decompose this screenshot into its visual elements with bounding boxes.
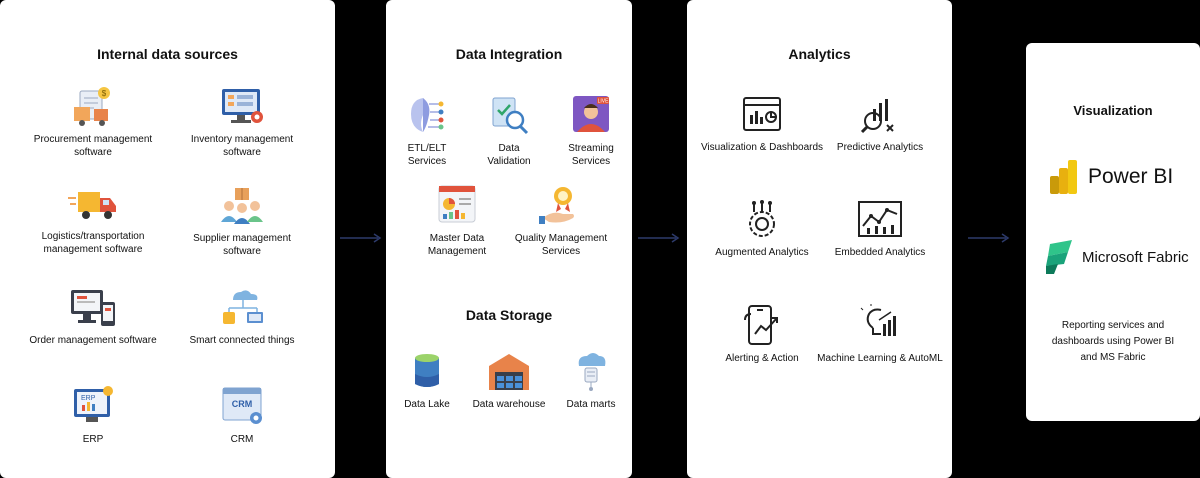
analytics-title: Analytics — [788, 46, 851, 62]
order-label: Order management software — [29, 335, 157, 346]
erp-item: ERP ERP — [28, 385, 158, 446]
alert-icon — [744, 305, 778, 345]
data-marts-label: Data marts — [566, 399, 616, 410]
fabric-icon — [1046, 240, 1072, 274]
inventory-item: Inventory management software — [177, 85, 307, 159]
quality-icon — [539, 187, 574, 224]
data-lake-label: Data Lake — [404, 399, 450, 410]
truck-icon — [68, 192, 116, 219]
master-data-item: Master Data Management — [392, 184, 522, 258]
integration-panel: Data Integration ETL/ELT Services Data V… — [386, 0, 632, 478]
svg-text:$: $ — [102, 89, 107, 98]
svg-text:LIVE: LIVE — [598, 99, 610, 105]
etl-item: ETL/ELT Services — [362, 94, 492, 168]
warehouse-label: Data warehouse — [472, 399, 546, 410]
flow-arrow-2 — [638, 233, 680, 243]
streaming-item: LIVE Streaming Services — [526, 94, 656, 168]
dashboard-icon — [743, 97, 781, 131]
logistics-item: Logistics/transportation management soft… — [28, 188, 158, 256]
predictive-label: Predictive Analytics — [836, 142, 924, 153]
embedded-icon — [858, 201, 902, 237]
crm-icon: CRM — [222, 387, 262, 424]
data-marts-icon — [578, 353, 606, 391]
visualization-description: Reporting services and dashboards using … — [1051, 320, 1175, 363]
svg-text:CRM: CRM — [232, 399, 253, 409]
powerbi-logo: Power BI — [1050, 160, 1173, 194]
order-item: Order management software — [28, 288, 158, 347]
visualization-title: Visualization — [1073, 103, 1153, 118]
supplier-label: Supplier management software — [193, 233, 291, 257]
master-data-label: Master Data Management — [427, 233, 487, 257]
visualization-panel: Visualization — [1026, 43, 1200, 421]
embedded-label: Embedded Analytics — [834, 247, 926, 258]
logistics-label: Logistics/transportation management soft… — [41, 231, 145, 255]
ml-label: Machine Learning & AutoML — [817, 353, 943, 364]
augmented-label: Augmented Analytics — [715, 247, 809, 258]
fabric-text: Microsoft Fabric — [1082, 248, 1189, 266]
streaming-icon: LIVE — [573, 96, 610, 132]
warehouse-icon — [489, 354, 529, 390]
quality-item: Quality Management Services — [496, 184, 626, 258]
procurement-label: Procurement management software — [33, 134, 153, 158]
smart-things-label: Smart connected things — [189, 335, 295, 346]
crm-label: CRM — [230, 434, 254, 445]
crm-item: CRM CRM — [177, 385, 307, 446]
ml-item: Machine Learning & AutoML — [815, 304, 945, 365]
validation-label: Data Validation — [487, 143, 531, 167]
validation-item: Data Validation — [444, 94, 574, 168]
predictive-item: Predictive Analytics — [815, 95, 945, 154]
augmented-item: Augmented Analytics — [695, 200, 829, 259]
data-marts-item: Data marts — [526, 350, 656, 411]
cloud-devices-icon — [223, 290, 263, 324]
fabric-logo: Microsoft Fabric — [1046, 240, 1189, 274]
warehouse-item: Data warehouse — [444, 352, 574, 411]
quality-label: Quality Management Services — [514, 233, 608, 257]
svg-text:ERP: ERP — [81, 395, 96, 402]
supplier-icon — [221, 188, 263, 224]
supplier-item: Supplier management software — [177, 186, 307, 258]
analytics-panel: Analytics Visualization & Dashboards Pre… — [687, 0, 952, 478]
dashboards-item: Visualization & Dashboards — [695, 95, 829, 154]
storage-title: Data Storage — [465, 307, 553, 323]
order-icon — [71, 290, 115, 326]
ml-icon — [860, 304, 896, 336]
erp-label: ERP — [82, 434, 104, 445]
etl-label: ETL/ELT Services — [407, 143, 447, 167]
dashboards-label: Visualization & Dashboards — [700, 142, 824, 153]
integration-title: Data Integration — [455, 46, 563, 62]
procurement-item: $ Procurement management software — [28, 85, 158, 159]
internal-sources-title: Internal data sources — [97, 46, 238, 62]
flow-arrow-3 — [968, 233, 1010, 243]
erp-icon: ERP — [74, 386, 113, 422]
streaming-label: Streaming Services — [568, 143, 614, 167]
inventory-label: Inventory management software — [190, 134, 294, 158]
procurement-icon: $ — [74, 87, 110, 126]
inventory-icon — [222, 89, 263, 123]
augmented-icon — [749, 200, 775, 237]
etl-icon — [411, 98, 444, 132]
smart-things-item: Smart connected things — [177, 286, 307, 347]
powerbi-icon — [1050, 160, 1077, 194]
powerbi-text: Power BI — [1088, 165, 1174, 188]
predictive-icon — [860, 99, 894, 134]
flow-arrow-1 — [340, 233, 382, 243]
data-lake-icon — [415, 354, 439, 387]
embedded-item: Embedded Analytics — [815, 200, 945, 259]
validation-icon — [492, 97, 529, 135]
internal-sources-panel: Internal data sources $ Procurement mana… — [0, 0, 335, 478]
data-lake-item: Data Lake — [362, 352, 492, 411]
alerting-label: Alerting & Action — [725, 353, 799, 364]
alerting-item: Alerting & Action — [695, 304, 829, 365]
master-data-icon — [438, 185, 476, 223]
